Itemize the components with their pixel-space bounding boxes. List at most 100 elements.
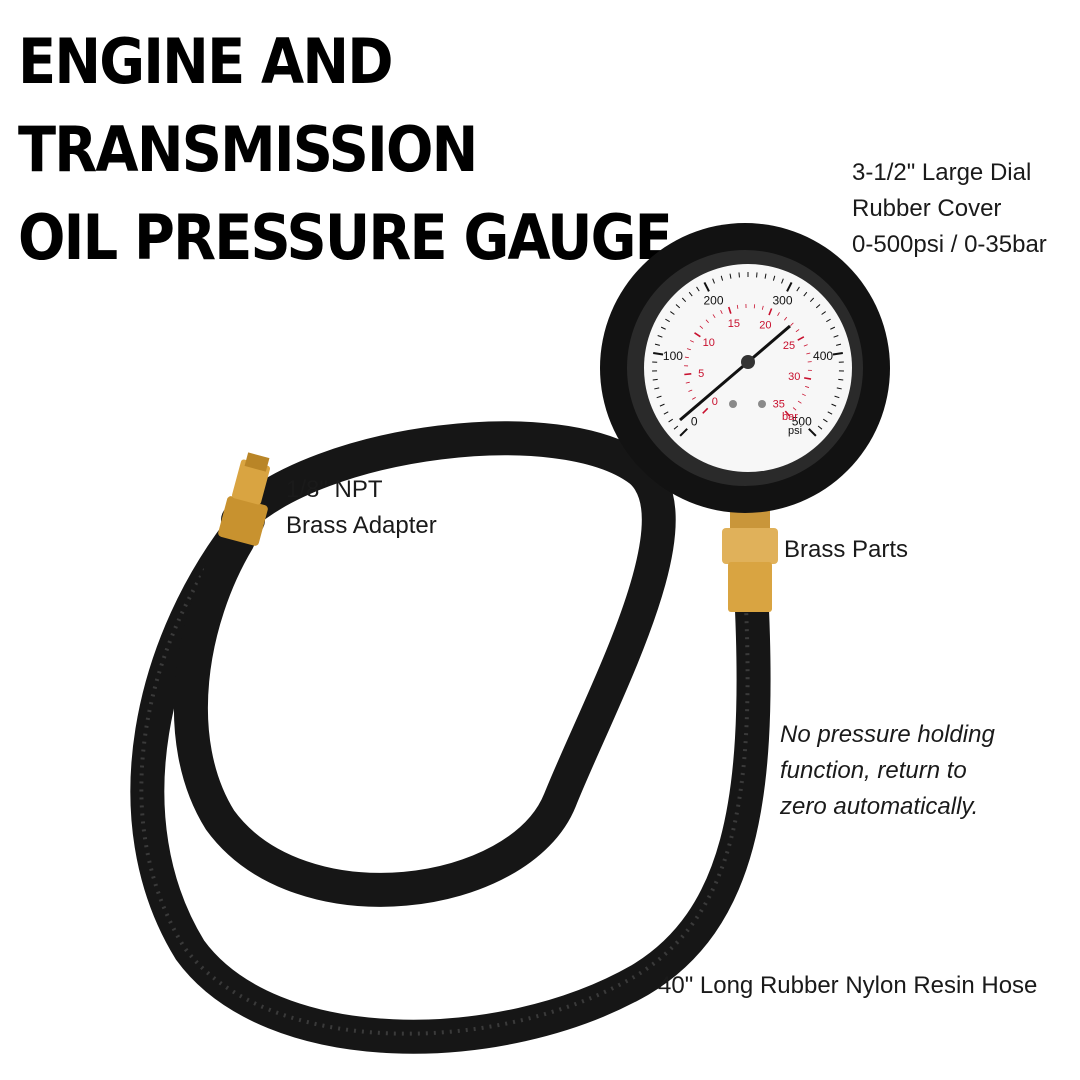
- psi-tick: [679, 428, 688, 437]
- bar-tick: [694, 332, 701, 338]
- psi-tick: [729, 273, 732, 279]
- psi-tick: [827, 411, 833, 415]
- bar-tick: [784, 316, 788, 321]
- bar-tick: [685, 381, 690, 384]
- psi-tick: [660, 326, 666, 330]
- bar-tick: [705, 319, 709, 323]
- bar-tick: [805, 385, 810, 388]
- psi-tick: [826, 318, 831, 323]
- bar-tick: [761, 305, 764, 310]
- bar-tick: [736, 304, 739, 309]
- psi-tick: [703, 282, 710, 292]
- psi-tick: [815, 304, 821, 309]
- callout-brass-parts: Brass Parts: [784, 532, 908, 568]
- psi-tick: [681, 297, 687, 303]
- bar-tick: [684, 373, 692, 376]
- psi-scale-label: 200: [703, 293, 723, 307]
- bar-tick: [801, 393, 806, 397]
- psi-tick: [652, 378, 658, 381]
- bar-tick: [692, 397, 696, 400]
- rubber-hose-inner: [173, 421, 676, 907]
- callout-adapter: 1/8" NPT Brass Adapter: [286, 472, 437, 544]
- psi-tick: [665, 318, 670, 323]
- bar-tick: [712, 314, 716, 319]
- psi-scale-label: 400: [813, 349, 833, 363]
- bar-tick: [686, 348, 691, 351]
- psi-scale-label: 500: [792, 415, 812, 429]
- psi-tick: [772, 275, 776, 281]
- unit-psi: psi: [788, 425, 802, 437]
- bar-tick: [720, 309, 723, 314]
- psi-tick: [654, 343, 660, 346]
- psi-tick: [657, 335, 663, 338]
- psi-tick: [675, 304, 681, 309]
- psi-tick: [786, 282, 793, 292]
- psi-tick: [720, 275, 724, 281]
- bar-tick: [702, 407, 709, 414]
- psi-tick: [822, 418, 828, 423]
- bar-scale-label: 0: [712, 396, 718, 408]
- psi-tick: [764, 273, 767, 279]
- bar-scale-label: 20: [759, 319, 771, 331]
- psi-scale-label: 300: [772, 293, 792, 307]
- callout-hose: 40" Long Rubber Nylon Resin Hose: [658, 968, 1037, 1004]
- dial-line-2: Rubber Cover: [852, 195, 1002, 222]
- bar-tick: [688, 389, 693, 392]
- product-title: ENGINE AND TRANSMISSION OIL PRESSURE GAU…: [18, 18, 673, 282]
- psi-tick: [830, 326, 836, 330]
- bar-scale-label: 10: [703, 337, 715, 349]
- unit-bar: bar: [782, 411, 798, 423]
- bar-tick: [784, 410, 791, 417]
- psi-tick: [833, 335, 839, 338]
- psi-tick: [796, 286, 800, 292]
- hose-highlight: [139, 515, 750, 1036]
- brass-adapter: [218, 452, 270, 546]
- psi-scale-label: 100: [663, 349, 683, 363]
- psi-tick: [838, 378, 844, 381]
- title-line-2: TRANSMISSION: [18, 113, 478, 186]
- bar-tick: [797, 400, 802, 404]
- psi-tick: [670, 311, 675, 315]
- bar-tick: [690, 340, 695, 343]
- psi-scale-label: 0: [691, 415, 698, 429]
- brass-fitting: [722, 508, 778, 612]
- psi-tick: [663, 411, 669, 415]
- adapter-line-1: 1/8" NPT: [286, 476, 383, 503]
- psi-tick: [836, 387, 842, 390]
- bar-tick: [792, 407, 797, 411]
- bar-tick: [768, 308, 773, 316]
- psi-tick: [659, 403, 665, 407]
- callout-dial: 3-1/2" Large Dial Rubber Cover 0-500psi …: [852, 155, 1047, 263]
- bar-tick: [803, 344, 808, 347]
- psi-tick: [834, 395, 840, 399]
- bar-tick: [790, 322, 794, 326]
- psi-tick: [654, 387, 660, 390]
- psi-tick: [832, 351, 843, 356]
- psi-tick: [656, 395, 662, 399]
- psi-tick: [831, 403, 837, 407]
- bar-tick: [797, 336, 805, 341]
- bar-tick: [684, 356, 689, 359]
- psi-tick: [688, 291, 693, 297]
- bar-tick: [804, 377, 812, 380]
- rubber-hose: [130, 503, 771, 1054]
- psi-tick: [668, 418, 674, 423]
- adapter-line-2: Brass Adapter: [286, 512, 437, 539]
- bar-scale-label: 35: [773, 399, 785, 411]
- title-line-1: ENGINE AND: [18, 25, 394, 98]
- note-line-3: zero automatically.: [780, 793, 979, 820]
- bar-scale-label: 30: [788, 371, 800, 383]
- psi-tick: [653, 351, 664, 356]
- psi-tick: [781, 278, 784, 284]
- psi-tick: [808, 428, 817, 437]
- hose-label: 40" Long Rubber Nylon Resin Hose: [658, 972, 1038, 999]
- dial-line-3: 0-500psi / 0-35bar: [852, 231, 1047, 258]
- psi-tick: [821, 311, 826, 315]
- bar-tick: [806, 352, 811, 355]
- callout-note: No pressure holding function, return to …: [780, 717, 995, 825]
- bar-tick: [795, 329, 800, 333]
- bar-tick: [699, 325, 704, 329]
